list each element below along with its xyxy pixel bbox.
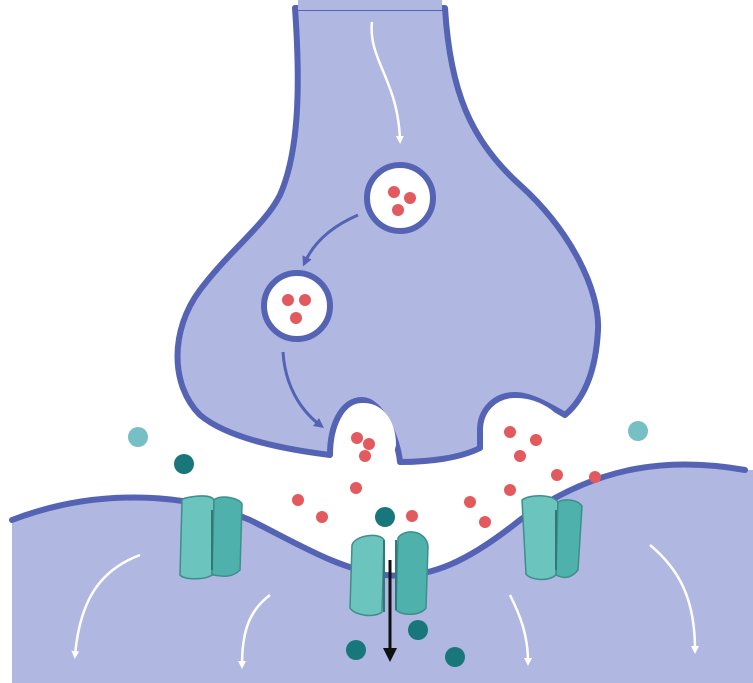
synaptic-vesicle: [264, 273, 330, 339]
receptor-channel: [180, 496, 242, 579]
receptor-channel: [522, 496, 582, 580]
synaptic-vesicle: [367, 165, 433, 231]
presynaptic-terminal: [178, 8, 599, 462]
axon-opening: [298, 0, 442, 10]
